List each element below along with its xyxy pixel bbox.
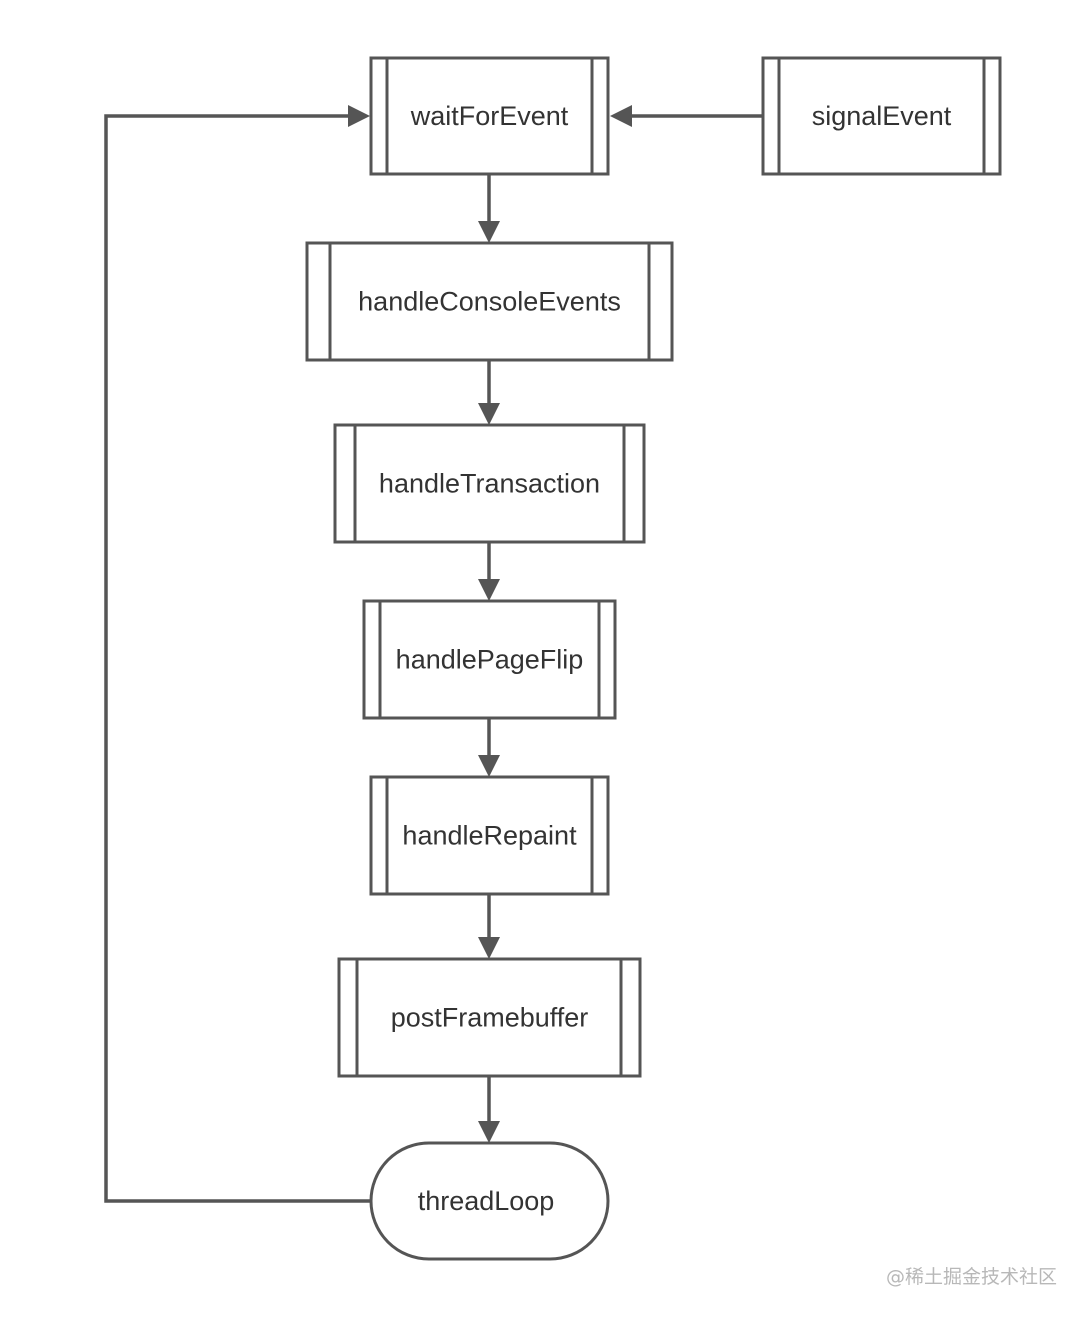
edge-threadLoop-to-waitForEvent [104, 105, 371, 1203]
node-threadLoop: threadLoop [369, 1141, 610, 1261]
node-postFramebuffer: postFramebuffer [337, 957, 642, 1078]
node-handleConsoleEvents: handleConsoleEvents [305, 241, 674, 362]
node-label-waitForEvent: waitForEvent [410, 101, 569, 131]
edge-handleConsoleEvents-to-handleTransaction [478, 360, 500, 425]
node-label-threadLoop: threadLoop [418, 1186, 555, 1216]
node-handlePageFlip: handlePageFlip [362, 599, 617, 720]
node-label-postFramebuffer: postFramebuffer [391, 1003, 589, 1033]
edge-signalEvent-to-waitForEvent [610, 105, 763, 127]
edge-postFramebuffer-to-threadLoop [478, 1076, 500, 1143]
node-waitForEvent: waitForEvent [369, 56, 610, 176]
node-label-handleRepaint: handleRepaint [402, 821, 577, 851]
edge-handleTransaction-to-handlePageFlip [478, 542, 500, 601]
node-label-handleTransaction: handleTransaction [379, 469, 600, 499]
edge-handleRepaint-to-postFramebuffer [478, 894, 500, 959]
node-label-signalEvent: signalEvent [812, 101, 952, 131]
watermark: @稀土掘金技术社区 [886, 1266, 1057, 1288]
node-label-handlePageFlip: handlePageFlip [396, 645, 584, 675]
node-handleTransaction: handleTransaction [333, 423, 646, 544]
edge-waitForEvent-to-handleConsoleEvents [478, 174, 500, 243]
node-signalEvent: signalEvent [761, 56, 1002, 176]
node-handleRepaint: handleRepaint [369, 775, 610, 896]
edge-handlePageFlip-to-handleRepaint [478, 718, 500, 777]
edges [104, 105, 763, 1203]
node-label-handleConsoleEvents: handleConsoleEvents [358, 287, 621, 317]
